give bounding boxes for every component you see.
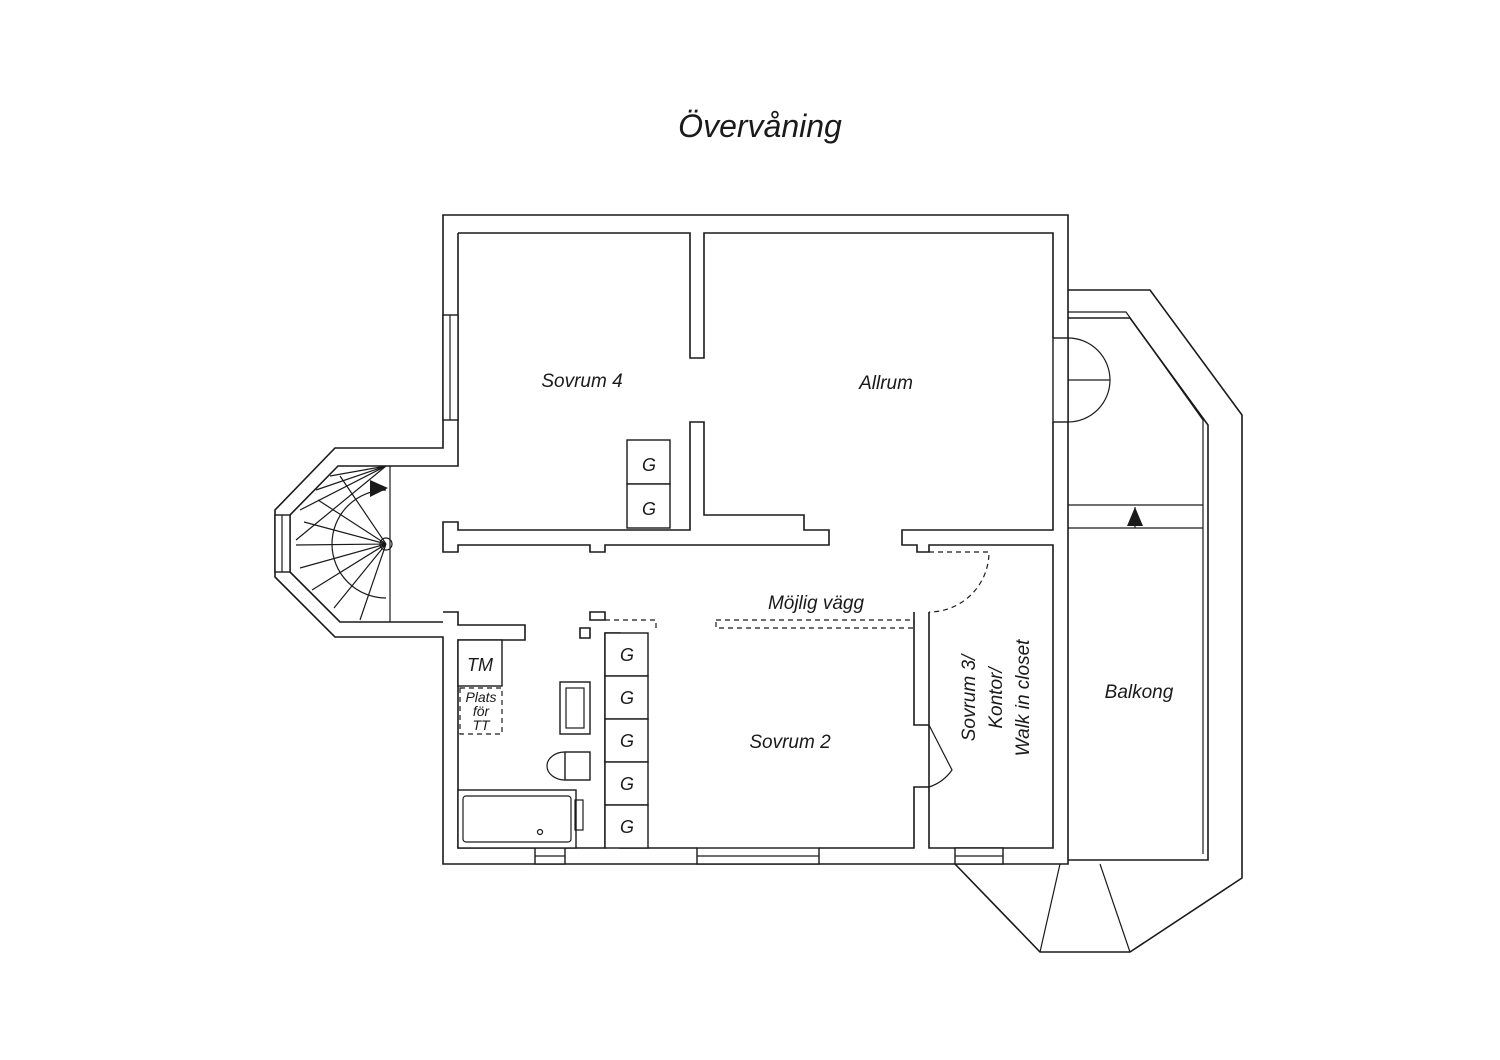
wardrobes-upper [626, 439, 671, 529]
spiral-staircase [295, 465, 393, 622]
room-label-balkong: Balkong [1105, 682, 1174, 703]
balcony-doors [1052, 337, 1111, 423]
room-label-kontor: Kontor/ [986, 666, 1007, 729]
toilet [564, 751, 591, 781]
label-plats: Plats [465, 689, 496, 705]
plan-title: Övervåning [678, 108, 842, 144]
wardrobe-label: G [620, 645, 634, 665]
wardrobe-label: G [620, 774, 634, 794]
room-label-sovrum-3: Sovrum 3/ [959, 653, 980, 741]
label-tm: TM [467, 655, 493, 675]
outer-walls [274, 214, 1069, 865]
windows [274, 314, 1004, 865]
bathtub [457, 789, 577, 849]
sink [559, 681, 591, 735]
label-mojlig-vagg: Möjlig vägg [768, 593, 865, 614]
wardrobe-label: G [620, 817, 634, 837]
wardrobe-label: G [620, 731, 634, 751]
wardrobe-label: G [642, 499, 656, 519]
label-tt: TT [472, 717, 491, 733]
label-for: för [473, 703, 491, 719]
room-label-sovrum-2: Sovrum 2 [749, 732, 831, 753]
doors [605, 551, 990, 788]
room-label-walk-in-closet: Walk in closet [1013, 639, 1034, 757]
room-label-allrum: Allrum [858, 373, 913, 394]
stair-direction-arrow-icon [370, 480, 388, 497]
possible-wall [715, 619, 915, 629]
bathroom-fixtures [457, 639, 591, 849]
wardrobes-lower [604, 632, 649, 849]
room-label-sovrum-4: Sovrum 4 [541, 371, 622, 392]
wardrobe-label: G [620, 688, 634, 708]
balcony [954, 289, 1243, 953]
wardrobe-label: G [642, 455, 656, 475]
